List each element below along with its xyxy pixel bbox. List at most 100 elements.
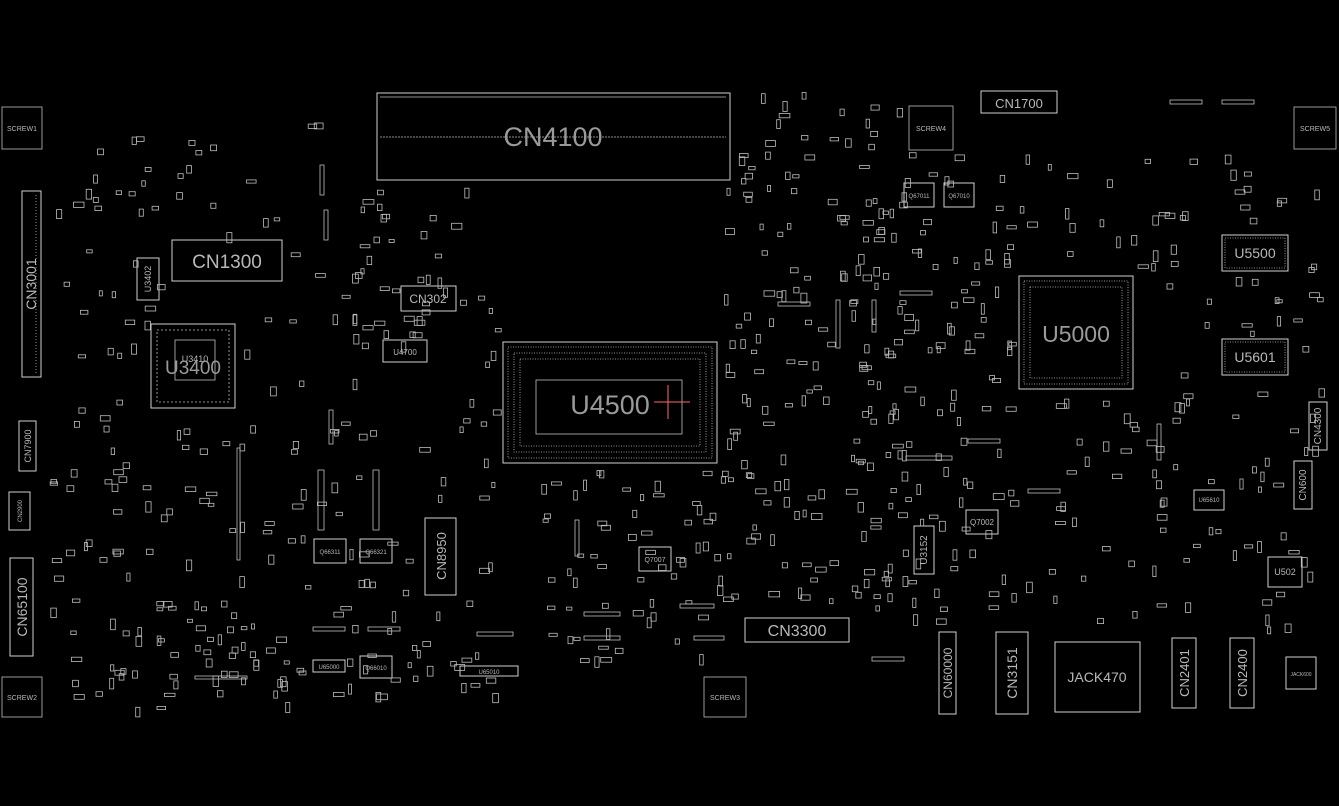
q66311[interactable]: Q66311 (313, 538, 347, 564)
passive-pad (494, 328, 502, 333)
cn1300[interactable]: CN1300 (171, 239, 283, 282)
passive-pad (725, 228, 735, 235)
u502[interactable]: U502 (1267, 556, 1303, 588)
passive-pad (292, 503, 304, 510)
cn2400[interactable]: CN2400 (1229, 637, 1255, 709)
cn2401[interactable]: CN2401 (1171, 637, 1197, 709)
cn4100[interactable]: CN4100 (376, 92, 731, 181)
q66010[interactable]: Q66010 (359, 655, 393, 679)
passive-pad (377, 203, 383, 211)
passive-pad (97, 148, 104, 156)
passive-pad (768, 591, 780, 598)
u65000[interactable]: U65000 (312, 659, 346, 673)
passive-pad (383, 330, 389, 340)
q66321-label: Q66321 (365, 550, 387, 556)
passive-pad (440, 477, 447, 487)
passive-pad (632, 610, 644, 617)
u502-label: U502 (1274, 567, 1296, 577)
passive-pad (1235, 277, 1243, 287)
passive-pad (80, 309, 89, 315)
passive-pad (790, 267, 799, 274)
cn3151[interactable]: CN3151 (995, 631, 1029, 715)
passive-pad (1081, 575, 1087, 582)
passive-pad (92, 197, 99, 203)
passive-pad (463, 418, 471, 424)
cn65100[interactable]: CN65100 (9, 557, 34, 657)
passive-pad (787, 223, 792, 230)
passive-pad (492, 409, 502, 416)
passive-pad (450, 661, 457, 667)
u3400[interactable]: U3410 U3400 (150, 323, 236, 409)
u3402[interactable]: U3402 (136, 257, 160, 301)
passive-pad (1137, 264, 1149, 269)
cn2900[interactable]: CN2900 (8, 491, 31, 531)
passive-pad (1185, 602, 1192, 613)
passive-pad (474, 652, 480, 660)
passive-pad (146, 548, 154, 555)
passive-pad (893, 408, 899, 421)
cn7900[interactable]: CN7900 (18, 420, 37, 472)
cn3300[interactable]: CN3300 (744, 617, 850, 643)
passive-pad (63, 281, 70, 287)
u3152[interactable]: U3152 (913, 525, 935, 575)
passive-pad (818, 489, 825, 500)
u65010[interactable]: U65010 (459, 665, 519, 677)
u5500[interactable]: U5500 (1221, 234, 1289, 272)
passive-pad (920, 230, 926, 236)
q7007[interactable]: Q7007 (638, 546, 672, 572)
u4700[interactable]: U4700 (382, 339, 428, 363)
passive-pad (111, 291, 116, 299)
u65610[interactable]: U65610 (1193, 489, 1225, 511)
cn302[interactable]: CN302 (400, 285, 457, 312)
passive-pad (969, 549, 977, 559)
screw3-label: SCREW3 (710, 695, 740, 702)
u5601[interactable]: U5601 (1221, 338, 1289, 376)
passive-pad (807, 495, 817, 501)
cn600[interactable]: CN600 (1293, 460, 1313, 510)
passive-pad (298, 670, 307, 676)
cn1700[interactable]: CN1700 (980, 90, 1058, 114)
screw1[interactable]: SCREW1 (1, 106, 43, 150)
passive-pad (373, 236, 380, 244)
screw4[interactable]: SCREW4 (908, 105, 954, 151)
trace-pad (967, 438, 1001, 444)
passive-pad (266, 647, 276, 654)
passive-pad (1230, 169, 1237, 181)
passive-pad (1215, 529, 1222, 535)
q66321[interactable]: Q66321 (359, 538, 393, 564)
u4500[interactable]: U4500 (502, 341, 718, 464)
q66311-label: Q66311 (320, 550, 342, 556)
passive-pad (1084, 456, 1090, 467)
cn4300[interactable]: CN4300 (1308, 401, 1328, 451)
passive-pad (702, 470, 713, 477)
screw5[interactable]: SCREW5 (1293, 106, 1337, 150)
passive-pad (413, 319, 426, 326)
passive-pad (909, 152, 917, 159)
cn3001[interactable]: CN3001 (21, 190, 42, 378)
passive-pad (354, 272, 363, 279)
jack600[interactable]: JACK600 (1285, 656, 1317, 690)
passive-pad (205, 658, 213, 668)
jack470[interactable]: JACK470 (1054, 641, 1141, 713)
q67010[interactable]: Q67010 (943, 182, 975, 208)
screw2[interactable]: SCREW2 (1, 676, 43, 718)
passive-pad (1276, 591, 1286, 598)
passive-pad (637, 577, 645, 583)
q7002[interactable]: Q7002 (965, 509, 999, 535)
passive-pad (275, 636, 287, 643)
cn3151-label: CN3151 (1004, 647, 1020, 699)
passive-pad (873, 594, 881, 600)
screw3[interactable]: SCREW3 (703, 676, 747, 718)
passive-pad (377, 189, 384, 196)
passive-pad (120, 668, 127, 675)
q67011[interactable]: Q67011 (903, 182, 935, 208)
passive-pad (948, 326, 955, 336)
cn60000[interactable]: CN60000 (938, 631, 957, 715)
u5000[interactable]: U5000 (1018, 275, 1134, 390)
passive-pad (253, 659, 259, 667)
trace-pad (317, 469, 325, 531)
passive-pad (128, 191, 136, 197)
cn8950[interactable]: CN8950 (424, 517, 457, 596)
passive-pad (696, 505, 703, 516)
